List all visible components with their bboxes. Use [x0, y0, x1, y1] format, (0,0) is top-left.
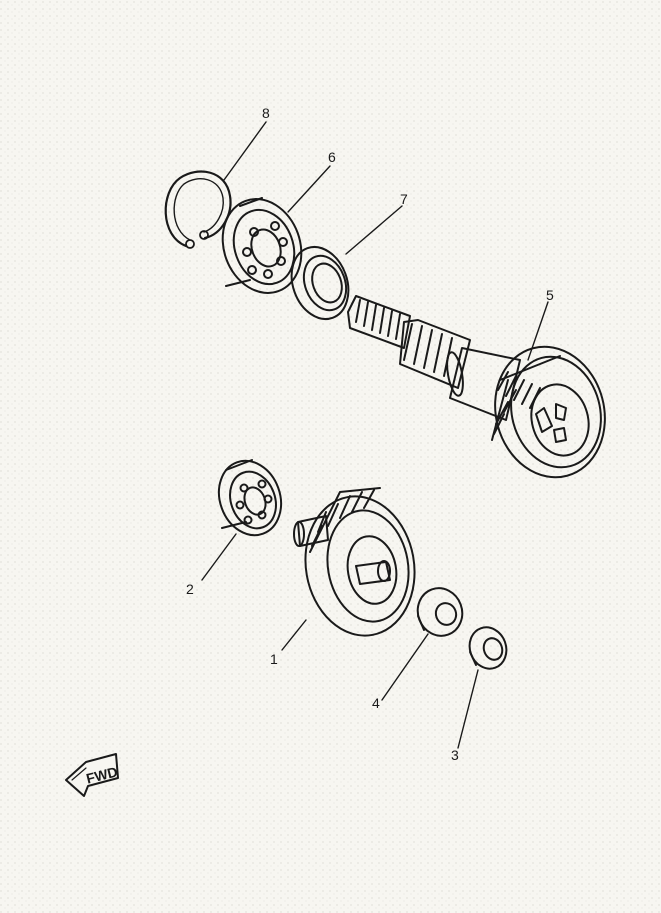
fwd-label: FWD [84, 763, 119, 786]
callout-1: 1 [270, 651, 278, 667]
part-4-washer [416, 587, 464, 637]
leader-2 [201, 533, 237, 581]
leader-6 [287, 165, 331, 213]
leader-7 [345, 205, 403, 255]
callout-3: 3 [451, 747, 459, 763]
callout-7: 7 [400, 191, 408, 207]
part-3-washer [468, 626, 508, 670]
part-7-oil-seal [290, 246, 350, 320]
callout-6: 6 [328, 149, 336, 165]
leader-1 [281, 619, 307, 651]
leader-3 [457, 669, 479, 749]
fwd-direction-arrow: FWD [65, 753, 119, 797]
part-6-ball-bearing [221, 197, 303, 294]
callout-numbers: 8 6 7 5 2 1 4 3 [186, 105, 554, 763]
leader-lines [201, 121, 549, 749]
callout-5: 5 [546, 287, 554, 303]
leader-4 [381, 633, 429, 701]
part-5-shaft-gear [347, 295, 606, 479]
fwd-arrow-shape [65, 753, 119, 797]
leader-5 [527, 301, 549, 361]
callout-8: 8 [262, 105, 270, 121]
part-2-ball-bearing [217, 459, 283, 537]
leader-8 [223, 121, 267, 181]
callout-2: 2 [186, 581, 194, 597]
callout-4: 4 [372, 695, 380, 711]
part-1-driven-gear [293, 487, 416, 637]
